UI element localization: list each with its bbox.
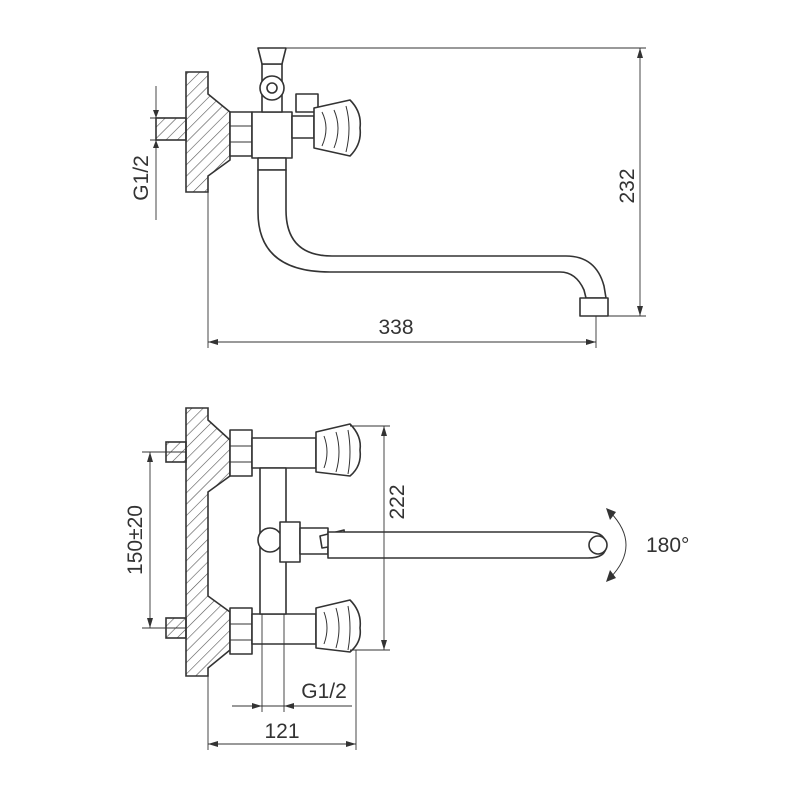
side-height-label: 232 [616, 168, 639, 203]
inlet-pipe [155, 117, 187, 141]
valve-handle [313, 99, 362, 157]
aerator [579, 297, 609, 317]
shower-holder [257, 47, 287, 65]
top-view: 180° 150±20 222 G1/2 121 [124, 407, 689, 750]
side-width-label: 338 [378, 316, 413, 339]
wall-flange [185, 71, 231, 193]
handle-stem [291, 115, 315, 139]
rotation-arc [609, 511, 627, 579]
diverter-housing [279, 521, 301, 563]
rotation-label: 180° [646, 534, 689, 557]
spacing-label: 150±20 [124, 505, 147, 575]
top-spout [327, 531, 607, 559]
body-collar [257, 157, 287, 171]
top-depth-label: 121 [264, 720, 299, 743]
upper-valve-body [251, 437, 317, 469]
upper-handle [315, 423, 362, 477]
lower-handle [315, 599, 362, 653]
diverter-knob [257, 527, 283, 553]
top-height-label: 222 [386, 484, 409, 519]
diverter-lever [295, 93, 319, 113]
spout-pipe [257, 169, 607, 299]
upper-nut [229, 429, 253, 477]
hex-nut [229, 111, 253, 157]
side-view: G1/2 232 338 [130, 47, 646, 348]
valve-body [251, 111, 293, 159]
lower-nut [229, 607, 253, 655]
side-thread-label: G1/2 [130, 155, 153, 201]
spout-tip [588, 535, 608, 555]
mounting-plate [185, 407, 231, 677]
top-thread-label: G1/2 [301, 680, 347, 703]
